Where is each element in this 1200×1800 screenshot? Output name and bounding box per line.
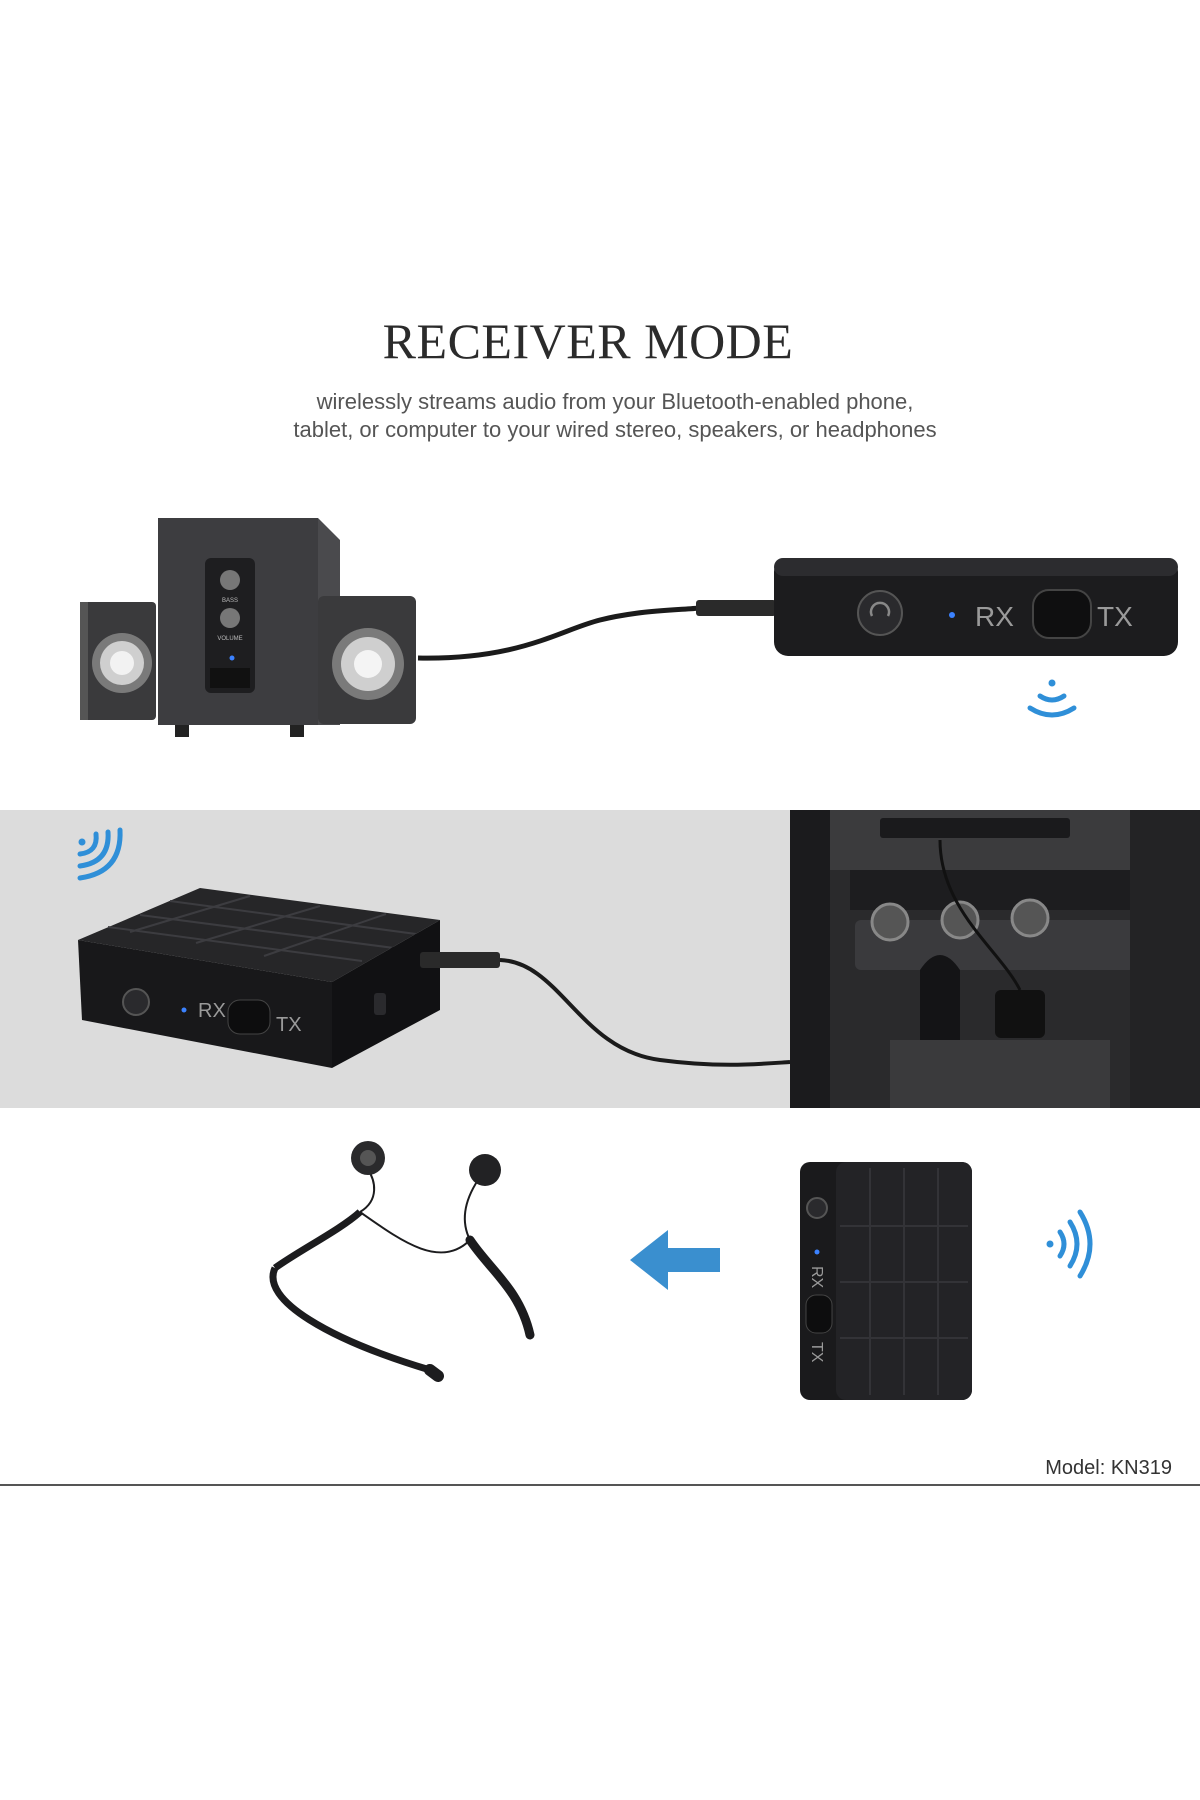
tx-label: TX (1097, 601, 1133, 632)
tx-label-2: TX (276, 1014, 302, 1036)
page-subtitle: wirelessly streams audio from your Bluet… (0, 388, 1200, 444)
aux-cable-2 (499, 958, 790, 1067)
rx-label-3: RX (808, 1266, 825, 1289)
speaker-bass-label: BASS (222, 598, 238, 604)
device-angle-illustration: RX TX (77, 827, 790, 1068)
left-speaker (80, 602, 156, 720)
rx-label: RX (975, 601, 1014, 632)
car-interior-photo (790, 810, 1200, 1108)
left-arrow-icon (630, 1230, 720, 1290)
subtitle-line-1: wirelessly streams audio from your Bluet… (316, 389, 914, 414)
speaker-system-illustration: BASS VOLUME RX TX (80, 518, 1178, 737)
aux-cable (417, 605, 701, 661)
divider-line (0, 1484, 1200, 1486)
neckband-headphones (269, 1141, 535, 1382)
rx-label-2: RX (198, 1000, 226, 1022)
model-number: Model: KN319 (1045, 1457, 1172, 1479)
headphones-illustration: RX TX (269, 1141, 1093, 1400)
subtitle-line-2: tablet, or computer to your wired stereo… (293, 417, 937, 442)
wireless-signal-icon (1046, 1209, 1093, 1279)
aux-plug-2 (420, 952, 500, 968)
wireless-signal-icon (77, 827, 123, 881)
right-speaker (318, 596, 416, 724)
page-title: RECEIVER MODE (382, 313, 794, 369)
wireless-signal-icon (1027, 679, 1077, 718)
tx-label-3: TX (808, 1342, 825, 1363)
bluetooth-adapter-device: RX TX (774, 558, 1178, 656)
bluetooth-adapter-vertical: RX TX (800, 1162, 972, 1400)
subwoofer: BASS VOLUME (158, 518, 340, 737)
speaker-volume-label: VOLUME (217, 636, 242, 642)
aux-plug (696, 600, 776, 616)
